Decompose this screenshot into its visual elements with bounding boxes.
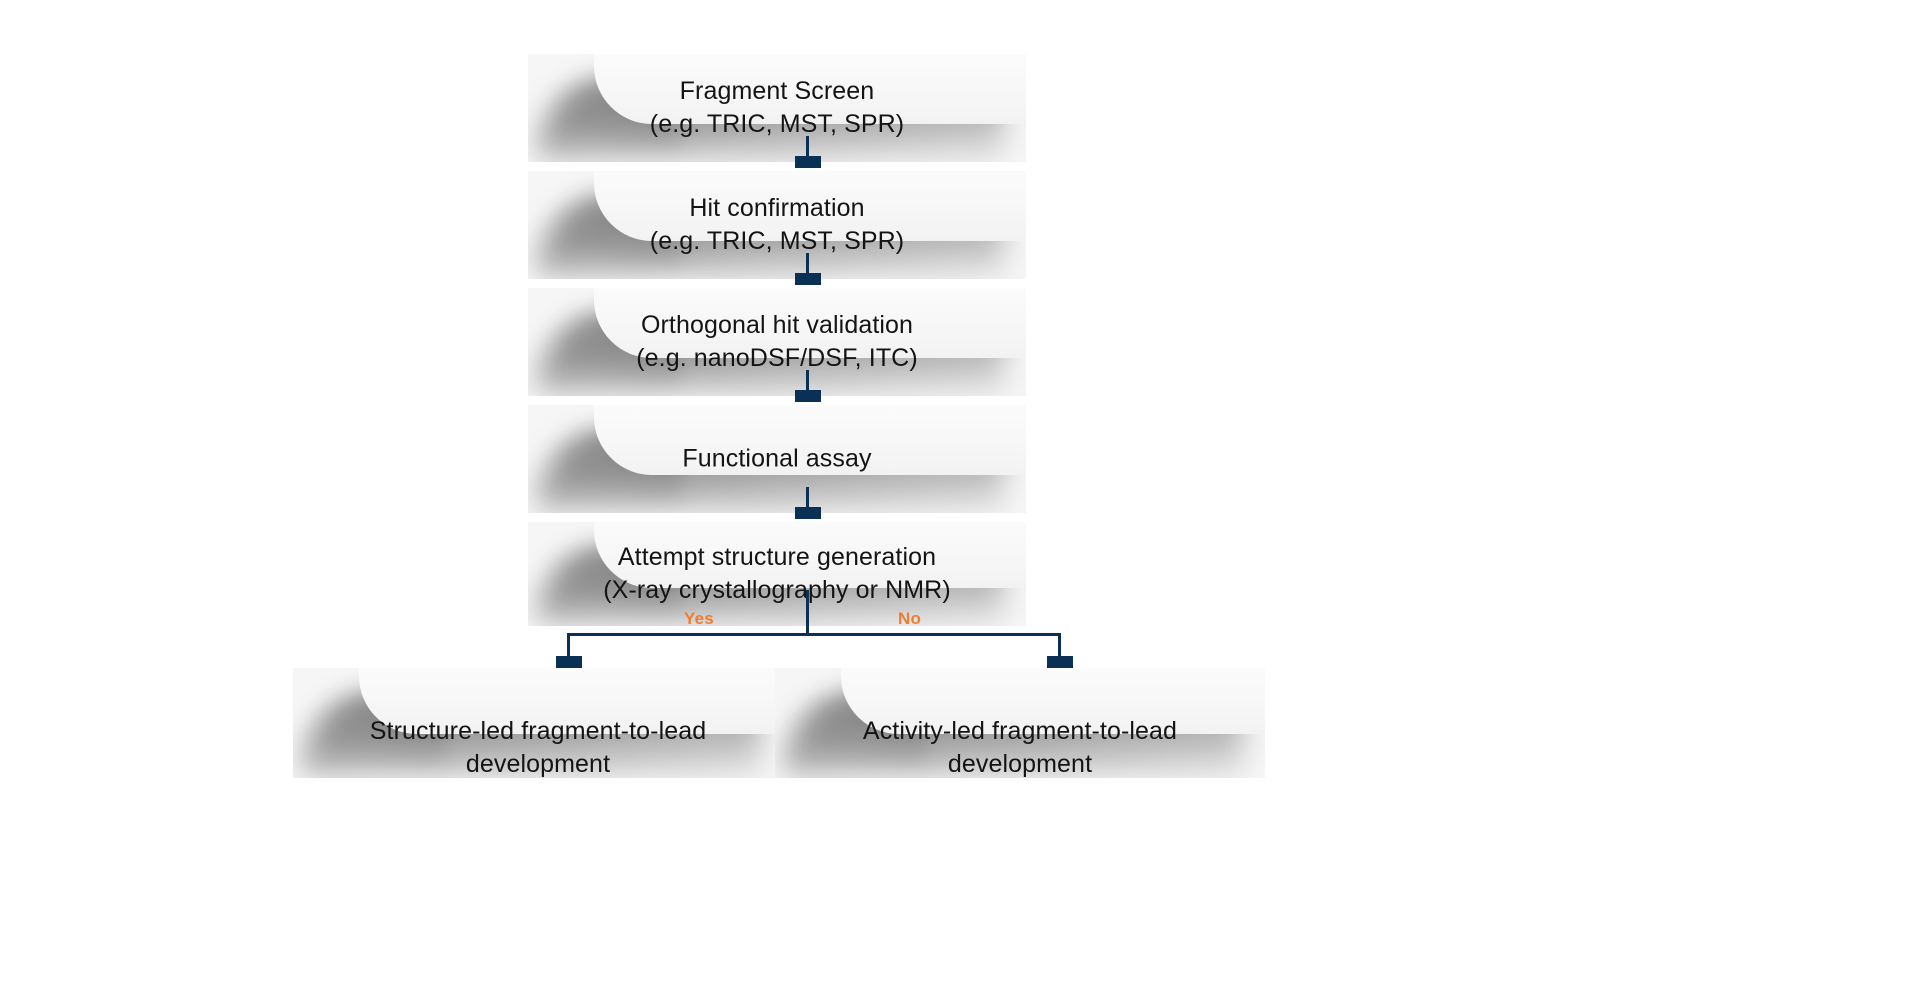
connector-line-1 bbox=[806, 136, 809, 164]
branch-label-yes: Yes bbox=[684, 609, 714, 628]
node-functional-assay[interactable]: Functional assay bbox=[528, 405, 1026, 513]
branch-horizontal-bar bbox=[567, 633, 1061, 636]
connector-cap-2 bbox=[795, 273, 821, 285]
node-label: Fragment Screen (e.g. TRIC, MST, SPR) bbox=[528, 75, 1026, 141]
node-label-line1: Structure-led fragment-to-lead bbox=[369, 717, 707, 745]
connector-cap-3 bbox=[795, 390, 821, 402]
branch-label-no: No bbox=[898, 609, 922, 628]
node-label-line2: (e.g. TRIC, MST, SPR) bbox=[649, 110, 905, 138]
node-card bbox=[359, 668, 783, 734]
connector-line-3 bbox=[806, 370, 809, 398]
node-label-line1: Hit confirmation bbox=[689, 194, 865, 222]
node-label: Attempt structure generation (X-ray crys… bbox=[528, 541, 1026, 607]
branch-yes-cap bbox=[556, 656, 582, 668]
node-label-line1: Fragment Screen bbox=[679, 77, 875, 105]
connector-line-2 bbox=[806, 253, 809, 281]
node-label-line1: Functional assay bbox=[682, 444, 872, 473]
node-card bbox=[841, 668, 1265, 734]
node-label-line1: Attempt structure generation bbox=[617, 543, 937, 571]
node-card bbox=[594, 405, 1026, 475]
node-card bbox=[594, 54, 1026, 124]
node-label: Structure-led fragment-to-lead developme… bbox=[293, 715, 783, 778]
node-label-line2: (X-ray crystallography or NMR) bbox=[603, 576, 951, 604]
node-orthogonal-hit-validation[interactable]: Orthogonal hit validation (e.g. nanoDSF/… bbox=[528, 288, 1026, 396]
node-fragment-screen[interactable]: Fragment Screen (e.g. TRIC, MST, SPR) bbox=[528, 54, 1026, 162]
connector-cap-4 bbox=[795, 507, 821, 519]
node-structure-led[interactable]: Structure-led fragment-to-lead developme… bbox=[293, 668, 783, 778]
branch-yes-line bbox=[567, 633, 570, 665]
node-attempt-structure-generation[interactable]: Attempt structure generation (X-ray crys… bbox=[528, 522, 1026, 626]
node-label: Hit confirmation (e.g. TRIC, MST, SPR) bbox=[528, 192, 1026, 258]
branch-no-cap bbox=[1047, 656, 1073, 668]
node-label-line2: (e.g. nanoDSF/DSF, ITC) bbox=[636, 344, 918, 372]
node-activity-led[interactable]: Activity-led fragment-to-lead developmen… bbox=[775, 668, 1265, 778]
node-card bbox=[594, 522, 1026, 588]
node-label: Activity-led fragment-to-lead developmen… bbox=[775, 715, 1265, 778]
branch-no-line bbox=[1058, 633, 1061, 665]
node-label-line2: (e.g. TRIC, MST, SPR) bbox=[649, 227, 905, 255]
node-label-line2: development bbox=[947, 750, 1093, 778]
node-label: Orthogonal hit validation (e.g. nanoDSF/… bbox=[528, 309, 1026, 375]
branch-stem-line bbox=[806, 590, 809, 635]
node-card bbox=[594, 288, 1026, 358]
node-label-line2: development bbox=[465, 750, 611, 778]
connector-line-4 bbox=[806, 487, 809, 515]
node-card bbox=[594, 171, 1026, 241]
node-label: Functional assay bbox=[528, 443, 1026, 476]
node-label-line1: Orthogonal hit validation bbox=[640, 311, 914, 339]
connector-cap-1 bbox=[795, 156, 821, 168]
node-hit-confirmation[interactable]: Hit confirmation (e.g. TRIC, MST, SPR) bbox=[528, 171, 1026, 279]
node-label-line1: Activity-led fragment-to-lead bbox=[862, 717, 1178, 745]
